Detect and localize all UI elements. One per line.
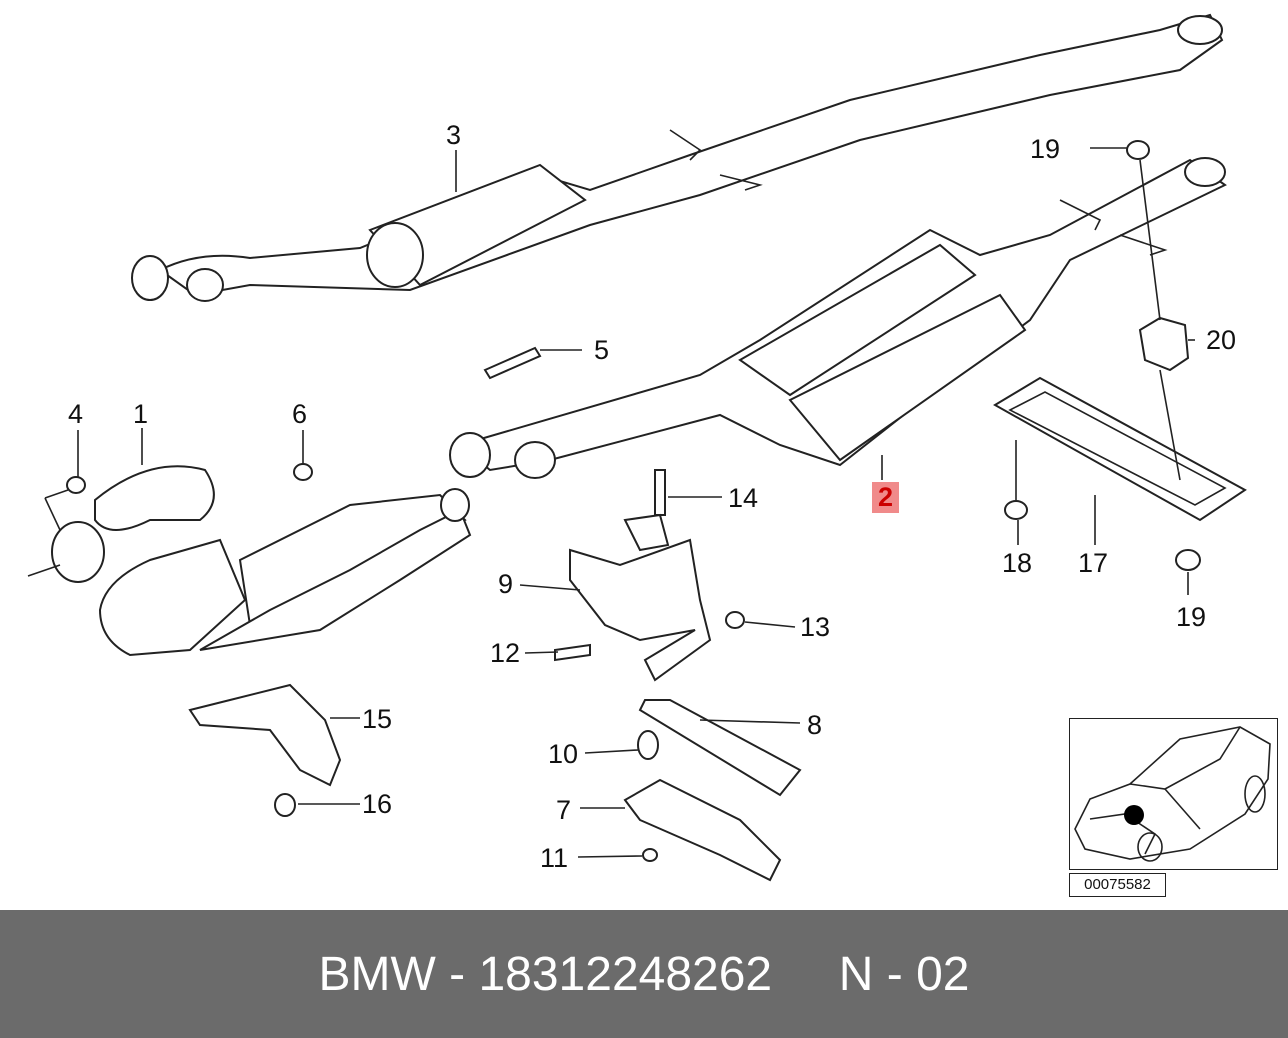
label-part-1: 1 xyxy=(133,399,149,429)
label-part-3: 3 xyxy=(446,120,462,150)
label-part-4: 4 xyxy=(68,399,84,429)
car-outline-icon xyxy=(1074,726,1271,862)
label-part-14: 14 xyxy=(728,483,759,513)
label-part-2-highlighted: 2 xyxy=(872,482,900,513)
brackets xyxy=(188,513,802,882)
label-part-18: 18 xyxy=(1002,548,1033,578)
footer-bar: BMW - 18312248262 N - 02 xyxy=(0,910,1288,1038)
label-part-16: 16 xyxy=(362,789,393,819)
label-part-10: 10 xyxy=(548,739,579,769)
label-part-7: 7 xyxy=(556,795,572,825)
label-part-20: 20 xyxy=(1206,325,1237,355)
label-part-17: 17 xyxy=(1078,548,1109,578)
label-part-15: 15 xyxy=(362,704,393,734)
label-part-8: 8 xyxy=(807,710,823,740)
exhaust-diagram xyxy=(27,13,1247,882)
label-part-13: 13 xyxy=(800,612,831,642)
label-part-12: 12 xyxy=(490,638,521,668)
diagram-reference-number: 00075582 xyxy=(1069,873,1166,897)
label-part-19-bottom: 19 xyxy=(1176,602,1207,632)
label-part-11: 11 xyxy=(540,843,569,873)
footer-part-info: BMW - 18312248262 N - 02 xyxy=(318,947,970,1001)
location-marker-icon xyxy=(1124,805,1144,825)
part-20-bracket xyxy=(1138,316,1190,372)
label-part-5: 5 xyxy=(594,335,610,365)
leader-lines xyxy=(27,147,1195,858)
vehicle-location-inset xyxy=(1069,718,1278,870)
hardware xyxy=(66,140,1201,862)
label-part-19-top: 19 xyxy=(1030,134,1061,164)
part-1-front-converter xyxy=(51,465,472,657)
label-part-9: 9 xyxy=(498,569,514,599)
label-part-6: 6 xyxy=(292,399,308,429)
part-2-converter-pipe xyxy=(449,157,1227,479)
part-17-plate xyxy=(993,376,1247,522)
part-3-rear-pipe xyxy=(131,13,1224,302)
